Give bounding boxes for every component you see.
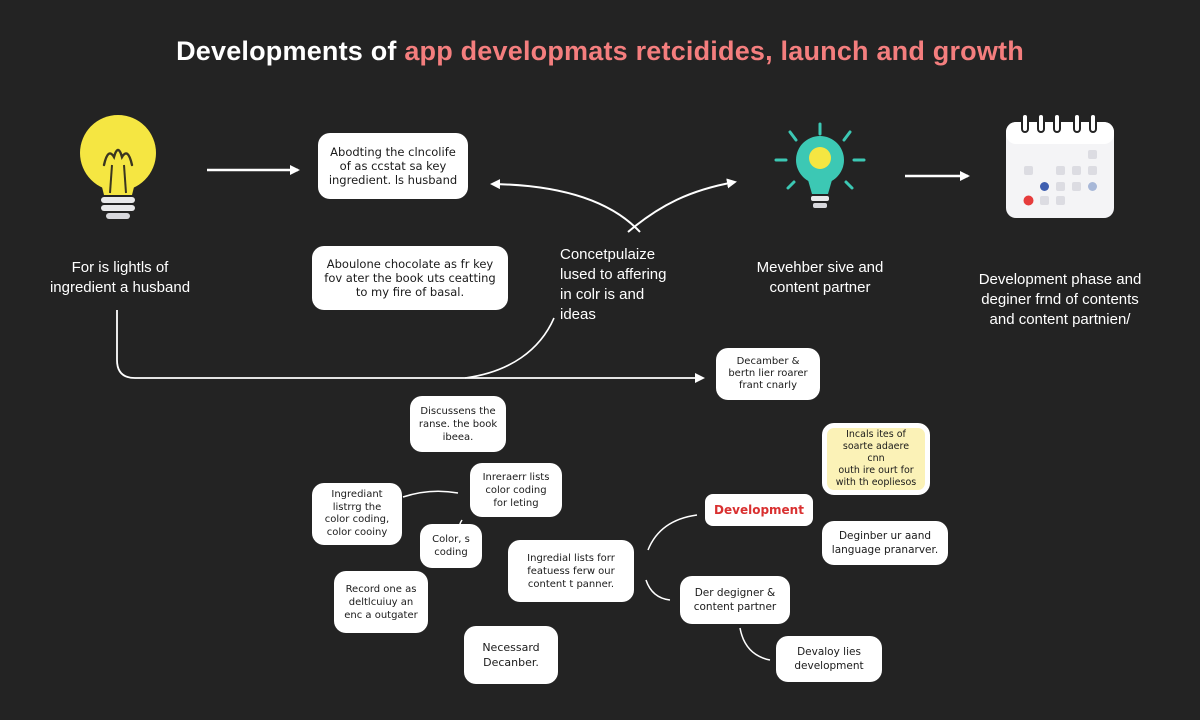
bubble-text: Record one as deltlcuiuy an enc a outgat… [344, 583, 418, 621]
calendar-icon [1006, 113, 1114, 218]
speech-bubble-designer-language: Deginber ur aand language pranarver. [822, 521, 948, 565]
speech-bubble-color-coding: Color, s coding [420, 524, 482, 568]
speech-bubble-develop-files: Devaloy lies development [776, 636, 882, 682]
curve-center-to-top-bubble [490, 179, 641, 233]
link-ingredial-designer [645, 579, 671, 601]
speech-bubble-second: Aboulone chocolate as fr key fov ater th… [312, 246, 508, 310]
bubble-text: Aboulone chocolate as fr key fov ater th… [324, 257, 496, 299]
speech-bubble-discussions: Discussens the ranse. the book ibeea. [410, 396, 506, 452]
speech-bubble-highlight: Incals ites of soarte adaere cnn outh ir… [822, 423, 930, 495]
lightbulb-icon [80, 115, 156, 219]
speech-bubble-december: Decamber & bertn lier roarer frant cnarl… [716, 348, 820, 400]
link-development-ingredial [647, 514, 698, 551]
bubble-text: Discussens the ranse. the book ibeea. [418, 405, 498, 443]
speech-bubble-ingredial: Ingredial lists forr featuess ferw our c… [508, 540, 634, 602]
left-stage-label: For is lightls of ingredient a husband [49, 259, 191, 296]
title-part-accent: app developmats retcidides, launch and g… [404, 36, 1024, 66]
curve-center-down [464, 317, 555, 379]
bubble-text: Ingrediant listrrg the color coding, col… [324, 489, 390, 538]
page-title: Developments of app developmats retcidid… [0, 36, 1200, 67]
bubble-text: Color, s coding [432, 534, 470, 558]
bubble-text: Ingredial lists forr featuess ferw our c… [527, 552, 615, 590]
development-label: Development [705, 494, 813, 526]
speech-bubble-interier: Inreraerr lists color coding for leting [470, 463, 562, 517]
long-connector [116, 310, 705, 383]
speech-bubble-necessary: Necessard Decanber. [464, 626, 558, 684]
right-stage-label: Development phase and deginer frnd of co… [978, 271, 1142, 328]
bubble-text: Devaloy lies development [794, 646, 864, 672]
bubble-text: Abodting the clncolife of as ccstat sa k… [328, 145, 458, 187]
title-part-white: Developments of [176, 36, 405, 66]
bubble-text: Development [714, 503, 804, 517]
speech-bubble-designer-content: Der degigner & content partner [680, 576, 790, 624]
bubble-text: Incals ites of soarte adaere cnn outh ir… [835, 429, 917, 488]
speech-bubble-ingredient-left: Ingrediant listrrg the color coding, col… [312, 483, 402, 545]
glowing-lightbulb-icon [774, 122, 866, 208]
bubble-text: Deginber ur aand language pranarver. [831, 530, 939, 556]
bubble-text: Der degigner & content partner [693, 587, 777, 613]
link-ingredient-interier [402, 490, 459, 498]
center-stage-label: Concetpulaize lused to affering in colr … [560, 246, 667, 323]
link-designer-files [739, 627, 771, 661]
mid-right-stage-label: Mevehber sive and content partner [756, 259, 884, 296]
bubble-text: Necessard Decanber. [482, 641, 540, 669]
bubble-text: Decamber & bertn lier roarer frant cnarl… [728, 356, 808, 391]
speech-bubble-top: Abodting the clncolife of as ccstat sa k… [318, 133, 468, 199]
bubble-text: Inreraerr lists color coding for leting [482, 471, 550, 509]
speech-bubble-record: Record one as deltlcuiuy an enc a outgat… [334, 571, 428, 633]
curve-center-to-bulb [627, 178, 737, 233]
